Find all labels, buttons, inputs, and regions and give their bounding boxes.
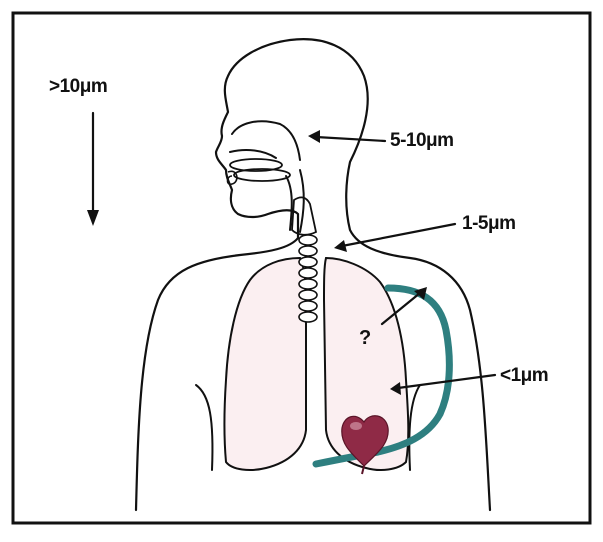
label-unknown: ?	[359, 328, 371, 348]
arrow-5-10um	[308, 130, 385, 143]
label-medium-particles: 5-10μm	[390, 131, 454, 150]
right-arm-line	[409, 385, 420, 470]
down-arrow-icon	[87, 113, 99, 226]
throat	[286, 170, 304, 232]
left-arm-line	[196, 385, 212, 470]
label-large-particles: >10μm	[49, 77, 107, 96]
label-small-particles: 1-5μm	[462, 214, 515, 233]
label-fine-particles: <1μm	[500, 366, 548, 385]
arrow-1-5um	[334, 224, 455, 252]
nasal-passage	[232, 121, 300, 160]
oral-passage	[230, 150, 276, 158]
left-lung	[225, 258, 307, 470]
